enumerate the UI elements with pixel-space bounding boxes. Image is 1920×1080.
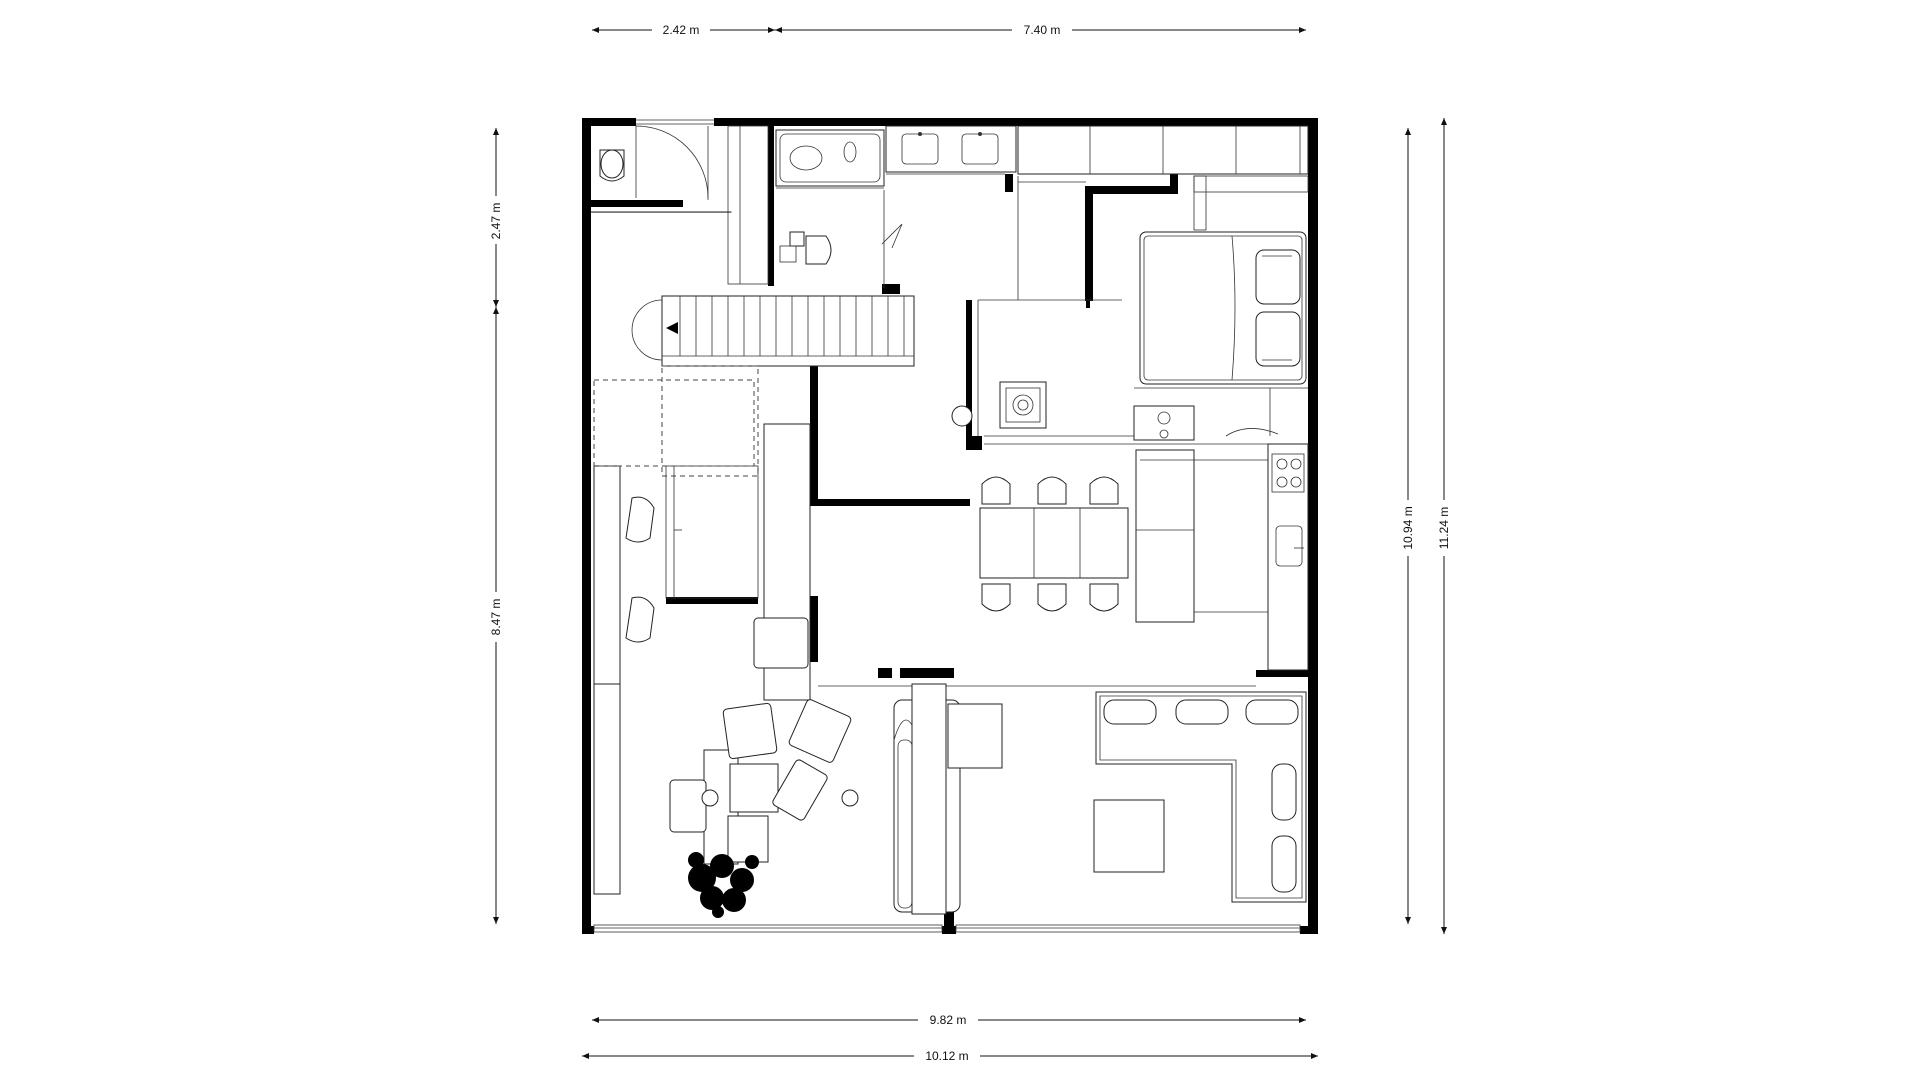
dining-chair [1037,583,1067,612]
dimension-label-right-outer: 11.24 m [1437,507,1451,549]
coffee-table [1093,799,1165,873]
lounge-chair [722,702,778,760]
lounge-chair [772,759,828,821]
office-chair [625,496,655,543]
dimension-label-left-lower: 8.47 m [489,599,503,636]
bathroom-toilet [779,231,832,265]
pillow [1255,311,1301,367]
tv-unit [911,683,947,915]
exterior-walls [582,118,1318,934]
wc-room [599,125,709,200]
dimension-label-left-upper: 2.47 m [489,203,503,240]
dimension-top-right: 7.40 m [775,21,1306,37]
dimension-right-outer: 11.24 m [1435,118,1451,934]
bedroom [951,175,1309,441]
double-bed [1139,231,1307,385]
desk-lower [593,683,621,895]
plant-icon [688,852,759,918]
vanity [885,125,1017,173]
dimension-label-top-right: 7.40 m [1024,23,1061,37]
entry-corridor [590,125,769,285]
dining-table [979,507,1129,579]
pillow [1255,249,1301,305]
living-room [893,683,1307,915]
dining-chair [1037,476,1067,505]
bathroom [775,125,1017,288]
small-table [729,763,779,813]
dining-area [979,435,1309,671]
dimension-left-upper: 2.47 m [487,128,503,307]
kitchen-island [1135,449,1195,623]
dining-chair [1089,476,1119,505]
wc-door [635,125,709,199]
kitchen-sink [1275,525,1303,567]
l-shaped-sofa [1095,691,1307,903]
sofa-cushion [1175,699,1229,725]
dimension-left-lower: 8.47 m [487,307,503,924]
sofa-cushion [1103,699,1157,725]
washing-machine [999,381,1047,429]
dimension-bottom-inner: 9.82 m [592,1011,1306,1027]
dining-chair [981,583,1011,612]
dimension-label-top-left: 2.42 m [663,23,700,37]
dining-chair [1089,583,1119,612]
wardrobe [1017,125,1309,175]
lounge-chair [788,699,852,763]
lounge-chair [669,779,707,833]
lounge [669,699,859,918]
dining-chair [981,476,1011,505]
dimension-right-inner: 10.94 m [1399,128,1415,924]
dimension-label-right-inner: 10.94 m [1401,506,1415,549]
dimension-label-bottom-inner: 9.82 m [930,1013,967,1027]
dimension-top-left: 2.42 m [592,21,775,37]
sofa-cushion [1245,699,1299,725]
armchair [753,617,809,669]
staircase [631,295,915,477]
ottoman [727,815,769,863]
side-table [947,703,1003,769]
office-desk [593,465,621,685]
sofa-cushion [1271,763,1297,821]
sofa-cushion [1271,835,1297,893]
office-chair [625,596,655,643]
nightstand [1133,405,1195,441]
office [593,379,1256,895]
dimension-bottom-outer: 10.12 m [582,1047,1318,1063]
dimension-label-bottom-outer: 10.12 m [925,1049,968,1063]
bathtub [775,129,885,187]
window-strip-bottom [593,119,1301,933]
